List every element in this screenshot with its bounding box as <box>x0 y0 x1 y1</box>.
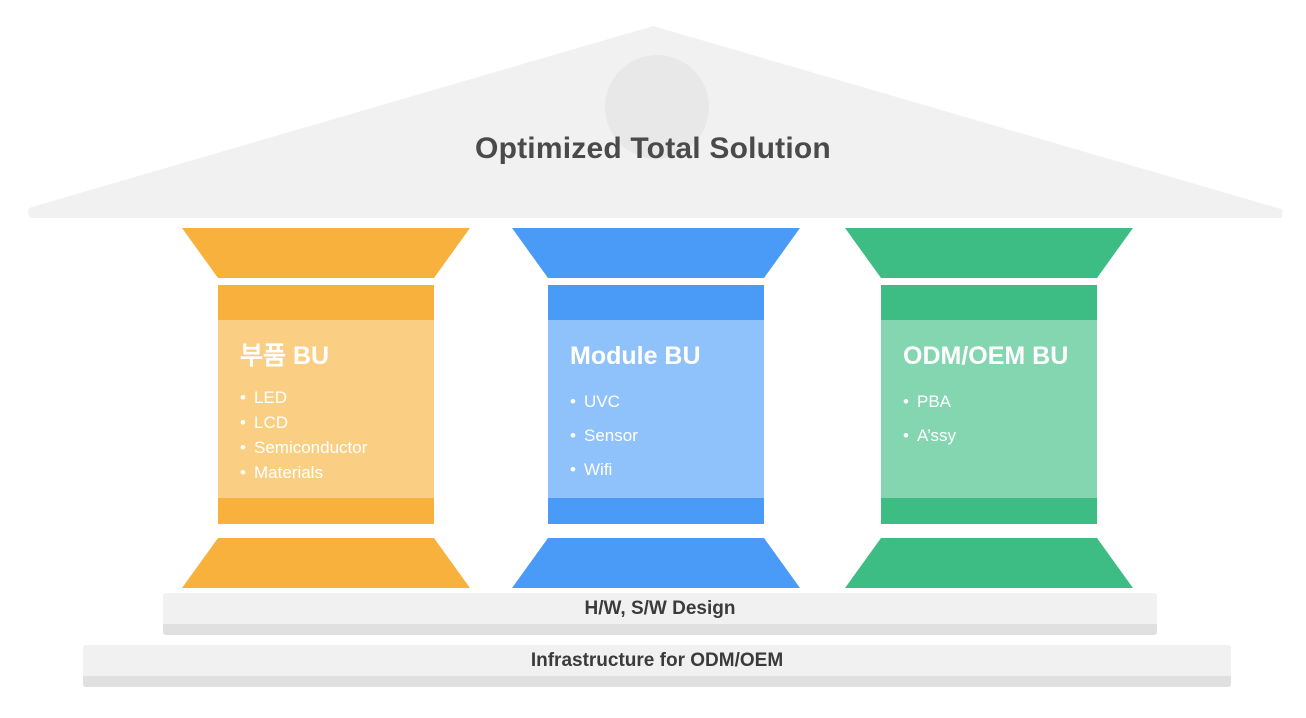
pillar-title: Module BU <box>570 342 701 370</box>
list-item: Materials <box>240 460 434 485</box>
foundation-infrastructure-label: Infrastructure for ODM/OEM <box>530 649 784 671</box>
foundation-design[interactable]: H/W, S/W Design <box>163 593 1157 624</box>
pillar-capital <box>512 228 800 278</box>
circle-ornament <box>605 55 709 159</box>
pillar-shaft: Module BU UVC Sensor Wifi <box>548 285 764 524</box>
pillar-base <box>512 538 800 588</box>
foundation-infrastructure[interactable]: Infrastructure for ODM/OEM <box>83 645 1231 676</box>
shaft-band-top <box>218 285 434 320</box>
pillar-item-list: PBA A’ssy <box>903 385 1097 453</box>
pillar-capital <box>182 228 470 278</box>
foundation-design-shadow <box>163 624 1157 635</box>
list-item: Sensor <box>570 419 764 453</box>
list-item: A’ssy <box>903 419 1097 453</box>
pillar-title: ODM/OEM BU <box>903 342 1069 370</box>
shaft-band-bottom <box>881 498 1097 524</box>
pillar-shaft: ODM/OEM BU PBA A’ssy <box>881 285 1097 524</box>
shaft-body: ODM/OEM BU PBA A’ssy <box>881 320 1097 498</box>
shaft-body: 부품 BU LED LCD Semiconductor Materials <box>218 320 434 498</box>
list-item: Wifi <box>570 453 764 487</box>
pillar-item-list: UVC Sensor Wifi <box>570 385 764 487</box>
list-item: LCD <box>240 410 434 435</box>
foundation-design-label: H/W, S/W Design <box>584 597 736 619</box>
shaft-band-bottom <box>548 498 764 524</box>
pillar-base <box>845 538 1133 588</box>
pillar-base <box>182 538 470 588</box>
pillar-item-list: LED LCD Semiconductor Materials <box>240 385 434 485</box>
foundation-infrastructure-shadow <box>83 676 1231 687</box>
shaft-body: Module BU UVC Sensor Wifi <box>548 320 764 498</box>
list-item: LED <box>240 385 434 410</box>
pillar-capital <box>845 228 1133 278</box>
list-item: PBA <box>903 385 1097 419</box>
page-title: Optimized Total Solution <box>475 132 831 165</box>
list-item: UVC <box>570 385 764 419</box>
shaft-band-top <box>548 285 764 320</box>
pediment: Optimized Total Solution <box>0 0 1306 230</box>
list-item: Semiconductor <box>240 435 434 460</box>
pillar-shaft: 부품 BU LED LCD Semiconductor Materials <box>218 285 434 524</box>
shaft-band-top <box>881 285 1097 320</box>
shaft-band-bottom <box>218 498 434 524</box>
pillar-title: 부품 BU <box>240 342 330 370</box>
